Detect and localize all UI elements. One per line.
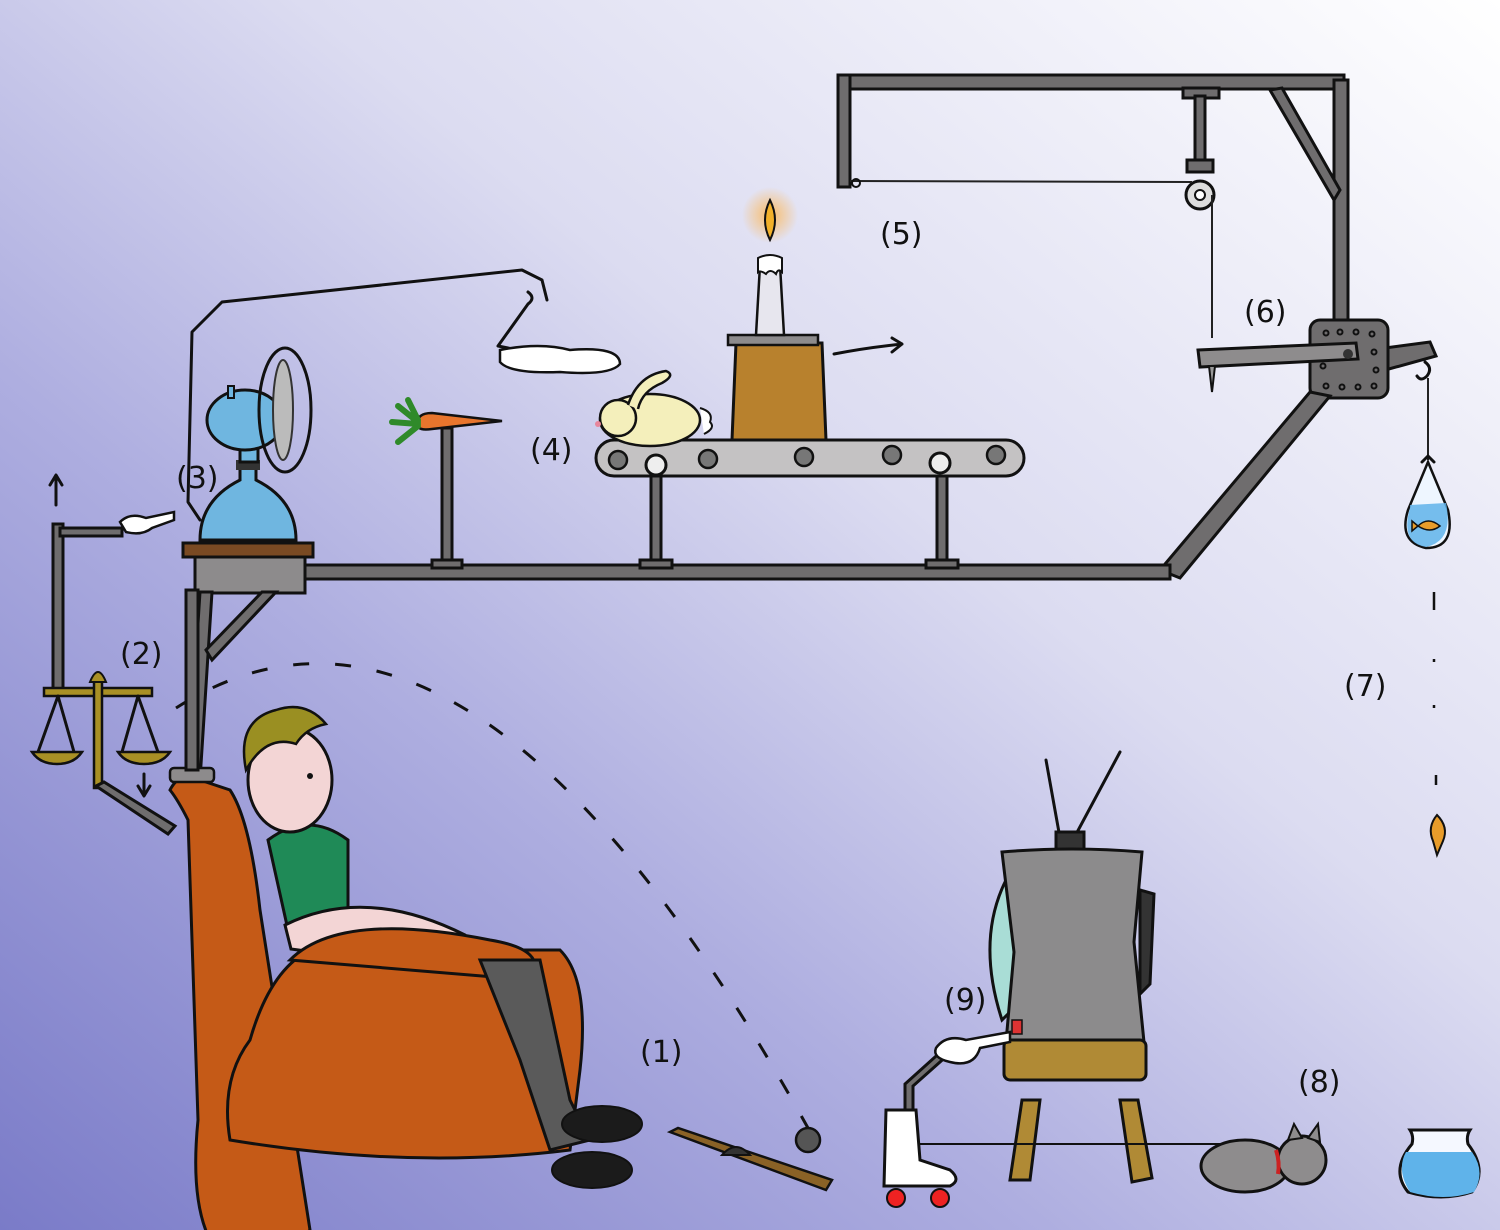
falling-goldfish-icon bbox=[1429, 813, 1446, 858]
step-label-5: (5) bbox=[880, 217, 923, 252]
fan-cord bbox=[186, 268, 549, 522]
armchair bbox=[168, 588, 584, 1230]
ball bbox=[794, 1126, 822, 1154]
step-label-8: (8) bbox=[1298, 1065, 1341, 1100]
string bbox=[849, 180, 1193, 183]
antenna bbox=[1044, 750, 1122, 840]
cat bbox=[1199, 1121, 1328, 1194]
step-label-4: (4) bbox=[530, 433, 573, 468]
lever-gearbox bbox=[1157, 318, 1439, 580]
conveyor-belt bbox=[594, 438, 1026, 570]
step-label-1: (1) bbox=[640, 1035, 683, 1070]
ball-trajectory bbox=[175, 662, 810, 1129]
step-label-3: (3) bbox=[176, 461, 219, 496]
hair bbox=[242, 705, 329, 774]
glove-pointer-icon bbox=[934, 1030, 1012, 1065]
man bbox=[242, 705, 643, 1189]
stool bbox=[1002, 1038, 1154, 1184]
shoe bbox=[551, 1151, 633, 1189]
roller-skate bbox=[882, 1030, 1240, 1208]
step-label-2: (2) bbox=[120, 637, 163, 672]
candle-icon bbox=[754, 263, 786, 337]
carrot-on-stand bbox=[389, 397, 503, 570]
step-label-6: (6) bbox=[1244, 295, 1287, 330]
fish-bag bbox=[1404, 454, 1451, 550]
balance-scale bbox=[29, 473, 178, 836]
step-label-9: (9) bbox=[944, 983, 987, 1018]
fulcrum bbox=[719, 1146, 753, 1156]
step-label-7: (7) bbox=[1344, 669, 1387, 704]
skate-boot bbox=[882, 1108, 958, 1188]
television bbox=[988, 750, 1156, 1048]
shoe-raised bbox=[561, 1105, 643, 1143]
arrow-icon bbox=[832, 336, 904, 356]
glove-icon bbox=[118, 510, 176, 535]
fan-shelf bbox=[181, 541, 315, 559]
arrow-up-icon bbox=[48, 473, 64, 507]
candle-stand bbox=[726, 187, 904, 442]
carrot-icon bbox=[416, 411, 503, 431]
collar bbox=[1274, 1149, 1281, 1175]
electric-fan bbox=[198, 346, 313, 542]
hanger-with-cloth bbox=[496, 290, 622, 375]
arrow-down-icon bbox=[136, 772, 152, 798]
gantry-frame bbox=[836, 73, 1350, 338]
rabbit bbox=[595, 369, 713, 448]
step-labels: (1) (2) (3) (4) (5) (6) (7) (8) (9) bbox=[120, 217, 1387, 1100]
fishbowl bbox=[1398, 1128, 1481, 1199]
goldfish-icon bbox=[1411, 519, 1442, 533]
table-rail bbox=[181, 541, 1172, 782]
flame-icon bbox=[764, 197, 776, 243]
seesaw bbox=[666, 1126, 834, 1192]
needle-icon bbox=[1207, 365, 1217, 393]
tv-power-button bbox=[1011, 1019, 1023, 1035]
fan-cage bbox=[257, 346, 313, 474]
fall-path bbox=[1432, 592, 1438, 785]
